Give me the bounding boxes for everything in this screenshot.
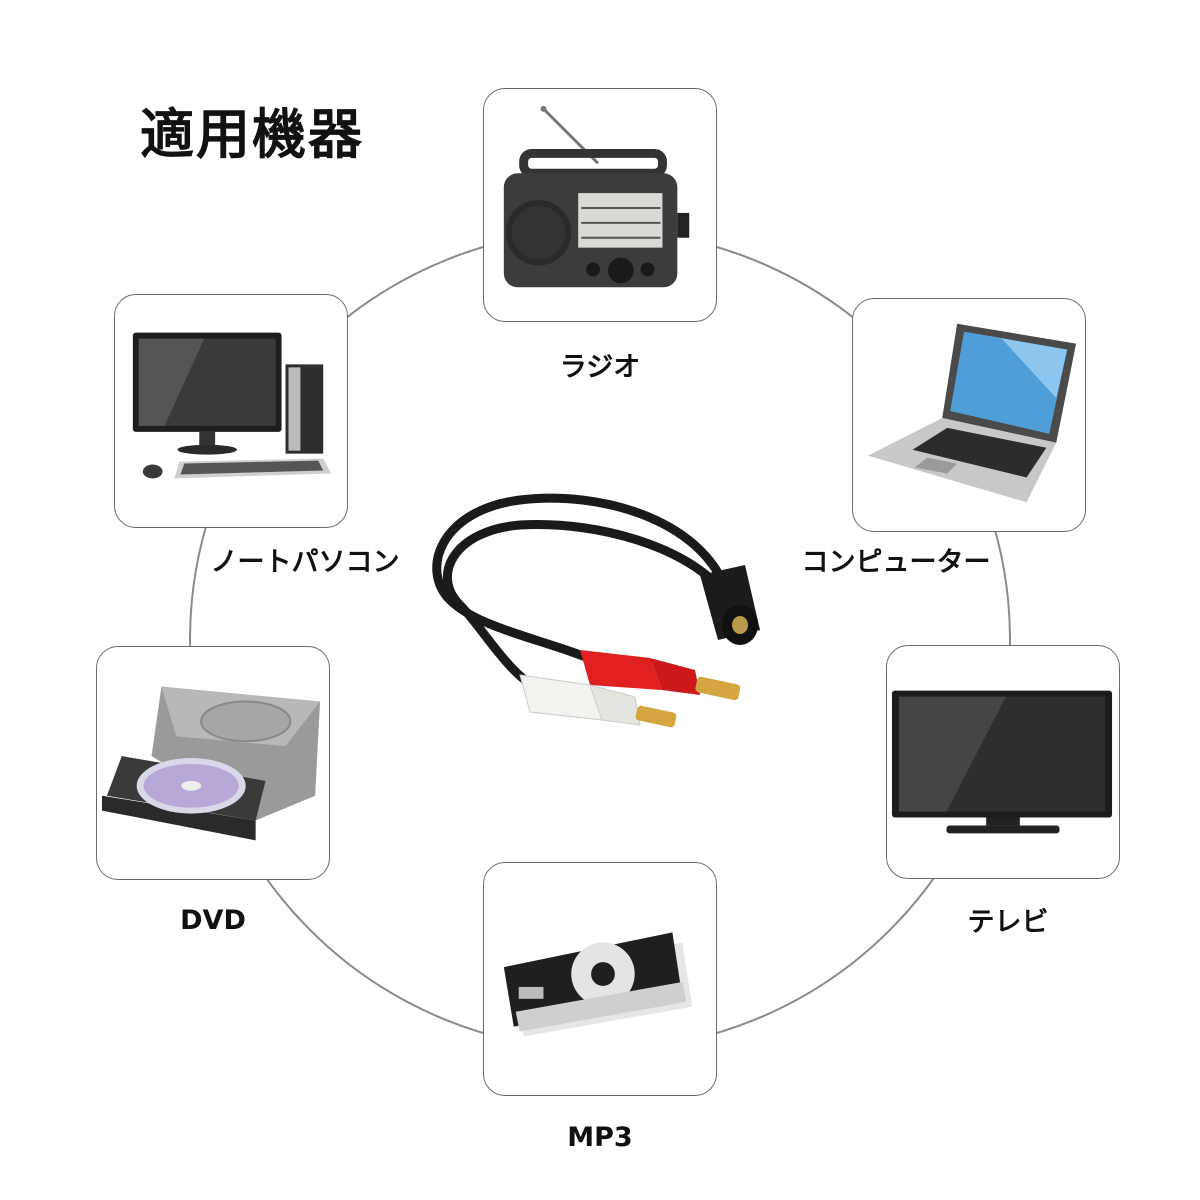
device-label-dvd: DVD — [180, 905, 246, 936]
page-title: 適用機器 — [140, 103, 364, 166]
device-label-mp3: MP3 — [567, 1122, 633, 1153]
device-label-notebook: ノートパソコン — [210, 547, 400, 578]
device-card-radio — [483, 88, 717, 322]
radio-icon — [503, 105, 690, 288]
device-label-tv: テレビ — [967, 907, 1049, 938]
device-label-computer: コンピューター — [801, 547, 991, 578]
device-card-tv — [886, 645, 1120, 879]
rca-cable-icon — [432, 493, 760, 728]
dvd-drive-icon — [101, 686, 321, 841]
mp3-player-icon — [503, 932, 693, 1037]
device-card-laptop — [852, 298, 1086, 532]
device-label-radio: ラジオ — [559, 352, 641, 383]
device-card-mp3 — [483, 862, 717, 1096]
device-card-desktop — [114, 294, 348, 528]
desktop-computer-icon — [132, 332, 332, 479]
tv-icon — [891, 690, 1113, 834]
laptop-icon — [867, 323, 1077, 503]
device-card-dvd — [96, 646, 330, 880]
